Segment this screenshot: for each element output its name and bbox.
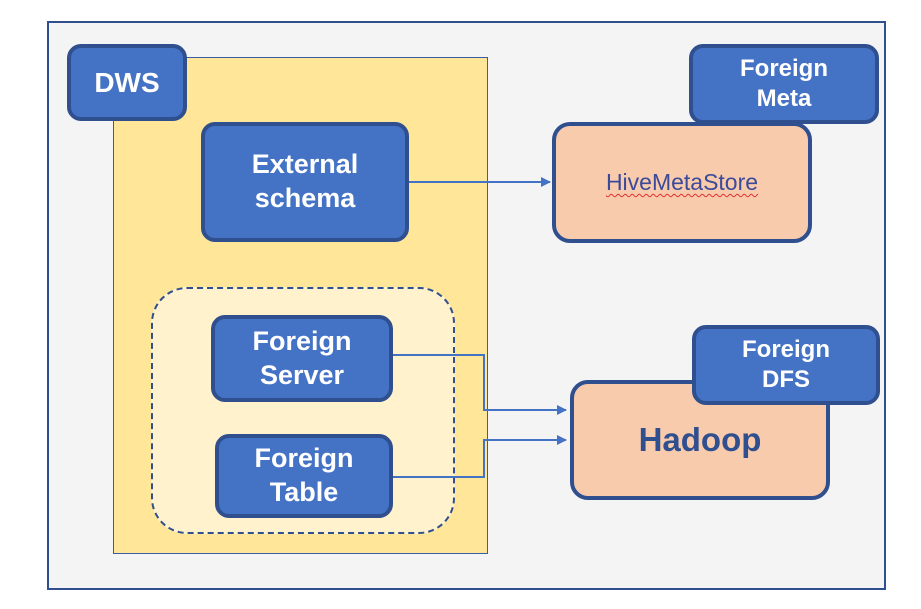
foreign-table-to-hadoop-arrow <box>393 435 567 478</box>
foreign-meta-box: Foreign Meta <box>689 44 879 124</box>
foreign-table-label: Foreign Table <box>254 443 354 507</box>
foreign-server-box: Foreign Server <box>211 315 393 402</box>
hivemetastore-box: HiveMetaStore <box>552 122 812 243</box>
foreign-server-to-hadoop-arrow <box>393 354 567 415</box>
foreign-dfs-box: Foreign DFS <box>692 325 880 405</box>
dws-label: DWS <box>94 67 160 98</box>
dws-label-box: DWS <box>67 44 187 121</box>
foreign-dfs-label: Foreign DFS <box>742 336 830 393</box>
external-schema-box: External schema <box>201 122 409 242</box>
foreign-meta-label: Foreign Meta <box>740 55 828 112</box>
hadoop-label: Hadoop <box>638 421 762 459</box>
foreign-server-label: Foreign Server <box>252 325 352 390</box>
hivemetastore-label: HiveMetaStore <box>605 169 759 196</box>
foreign-table-box: Foreign Table <box>215 434 393 518</box>
external-schema-label: External schema <box>251 149 359 213</box>
